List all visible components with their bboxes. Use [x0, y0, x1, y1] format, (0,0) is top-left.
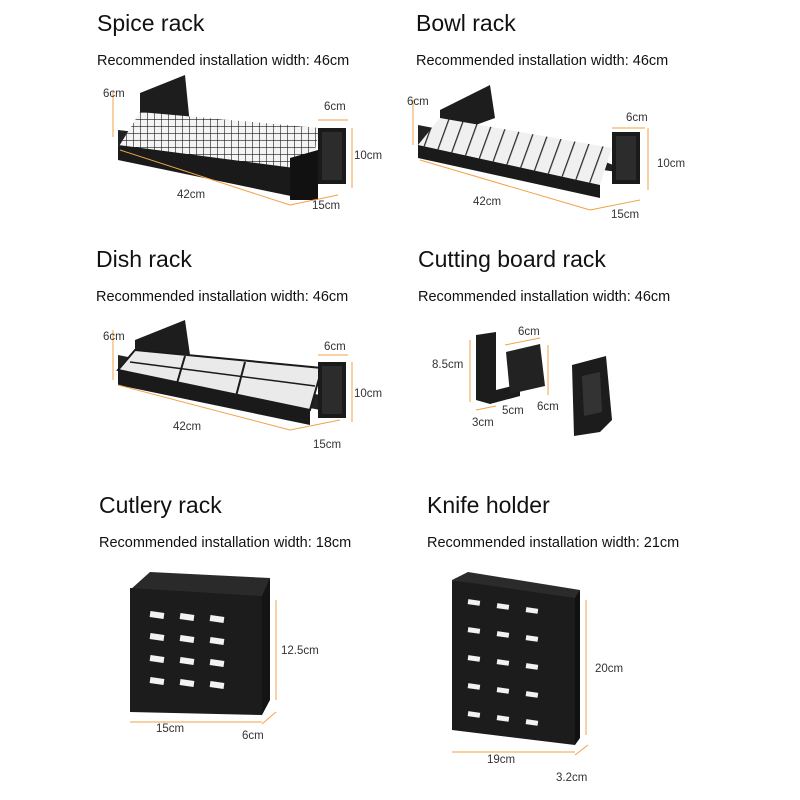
cutlery-rack-holes [149, 611, 225, 689]
spice-rack-recommended-width: Recommended installation width: 46cm [97, 53, 350, 69]
spice-rack-dim-width: 15cm [312, 200, 341, 212]
cutting-board-rack-dim-base: 3cm [472, 417, 494, 429]
cutlery-rack-dim-height: 12.5cm [281, 645, 319, 657]
cutlery-rack-dimension-lines [130, 600, 277, 725]
dish-rack-dim-depth-right: 6cm [324, 341, 346, 353]
spice-rack-illustration [118, 75, 346, 200]
cutting-board-rack-dim-side: 6cm [537, 401, 559, 413]
spice-rack-dim-height: 10cm [354, 150, 383, 162]
cutting-board-rack-title: Cutting board rack [418, 246, 606, 272]
cutting-board-rack-dimension-lines [469, 337, 549, 411]
knife-holder-illustration [452, 572, 580, 745]
cutting-board-rack-recommended-width: Recommended installation width: 46cm [418, 289, 671, 305]
dish-rack-dim-depth-left: 6cm [103, 331, 125, 343]
knife-holder-dim-height: 20cm [595, 663, 624, 675]
cutlery-rack-illustration [130, 572, 270, 715]
bowl-rack-dimension-lines [412, 100, 649, 211]
dish-rack-recommended-width: Recommended installation width: 46cm [96, 289, 349, 305]
cutting-board-rack-illustration [476, 332, 612, 436]
cutting-board-rack-dim-top: 6cm [518, 326, 540, 338]
spice-rack-dimension-lines [112, 92, 353, 206]
cutting-board-rack-dim-height: 8.5cm [432, 359, 464, 371]
bowl-rack-dim-length: 42cm [473, 196, 502, 208]
knife-holder-slots [467, 599, 539, 726]
knife-holder-dim-length: 19cm [487, 754, 516, 766]
bowl-rack-recommended-width: Recommended installation width: 46cm [416, 53, 669, 69]
dish-rack-title: Dish rack [96, 246, 192, 272]
dish-rack-dim-height: 10cm [354, 388, 383, 400]
bowl-rack-illustration [418, 85, 640, 198]
knife-holder-dimension-lines [452, 600, 589, 756]
dish-rack-dim-length: 42cm [173, 421, 202, 433]
cutlery-rack-recommended-width: Recommended installation width: 18cm [99, 535, 352, 551]
cutlery-rack-dim-length: 15cm [156, 723, 185, 735]
spice-rack-dim-length: 42cm [177, 189, 206, 201]
bowl-rack-title: Bowl rack [416, 10, 516, 36]
knife-holder-title: Knife holder [427, 492, 550, 518]
spice-rack-title: Spice rack [97, 10, 205, 36]
knife-holder-dim-depth: 3.2cm [556, 772, 588, 784]
dish-rack-dimension-lines [112, 330, 353, 431]
bowl-rack-dim-depth-right: 6cm [626, 112, 648, 124]
spice-rack-dim-depth-left: 6cm [103, 88, 125, 100]
cutlery-rack-dim-depth: 6cm [242, 730, 264, 742]
bowl-rack-dim-height: 10cm [657, 158, 686, 170]
bowl-rack-dim-depth-left: 6cm [407, 96, 429, 108]
cutlery-rack-title: Cutlery rack [99, 492, 222, 518]
spice-rack-dim-depth-right: 6cm [324, 101, 346, 113]
knife-holder-recommended-width: Recommended installation width: 21cm [427, 535, 680, 551]
bowl-rack-dim-width: 15cm [611, 209, 640, 221]
dish-rack-dim-width: 15cm [313, 439, 342, 451]
cutting-board-rack-dim-inner: 5cm [502, 405, 524, 417]
dish-rack-illustration [116, 320, 346, 425]
